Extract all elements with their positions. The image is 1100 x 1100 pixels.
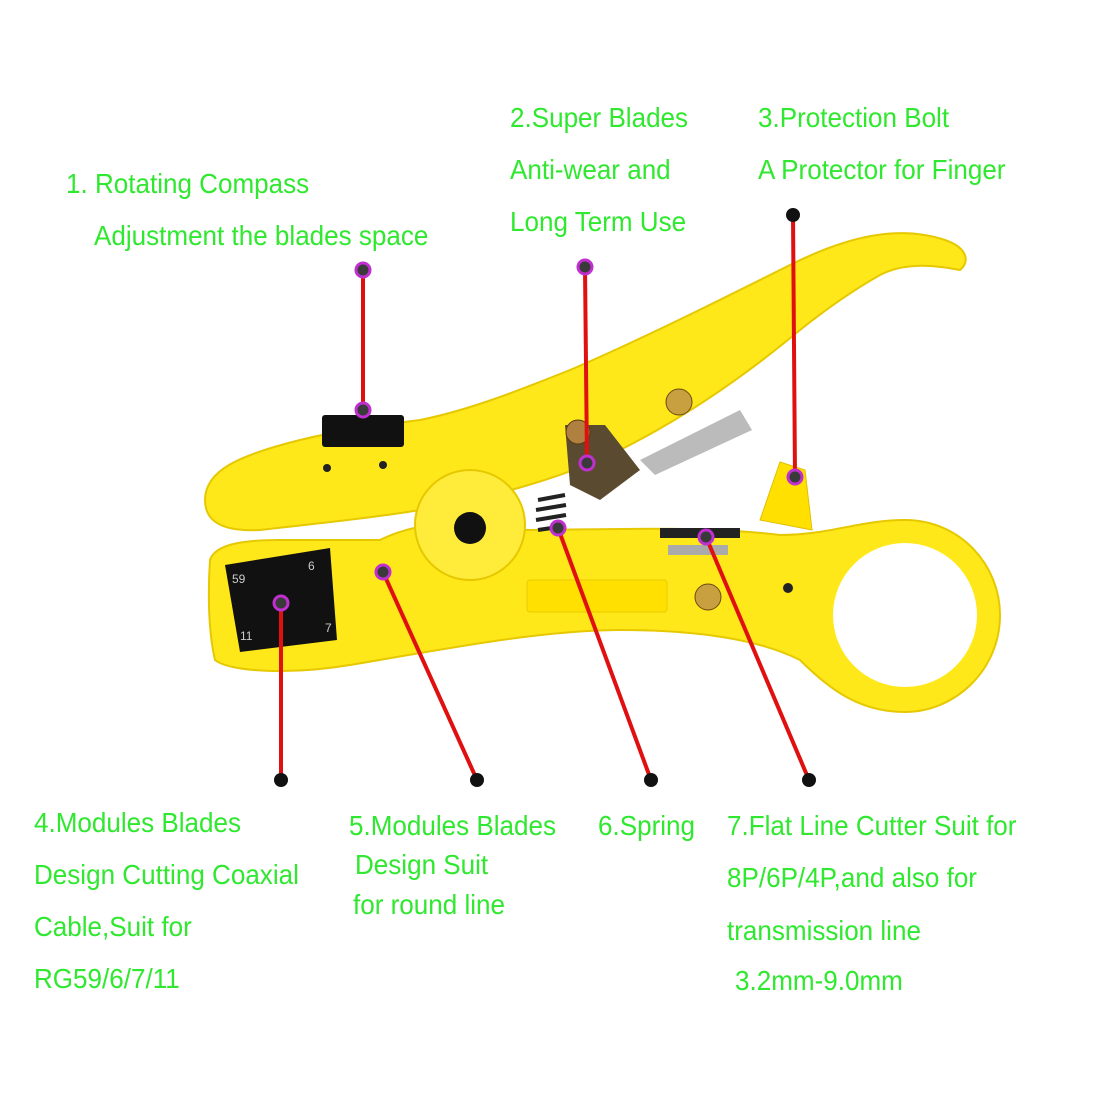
brand-emboss xyxy=(526,579,668,613)
callout-line-2 xyxy=(583,266,589,464)
callout-dot xyxy=(578,454,596,472)
callout-dot xyxy=(786,468,804,486)
callout-2-text: Long Term Use xyxy=(510,206,687,237)
rivet-hole xyxy=(783,583,793,593)
callout-dot xyxy=(470,773,484,787)
module-size-6: 6 xyxy=(308,559,315,573)
callout-dot xyxy=(354,261,372,279)
blade-edge xyxy=(640,410,752,475)
callout-6-title: 6.Spring xyxy=(598,810,695,841)
callout-line-3 xyxy=(791,214,797,478)
spring xyxy=(535,493,567,532)
callout-line-5 xyxy=(381,571,479,781)
callout-5-text: for round line xyxy=(353,889,505,920)
handle-ring-hole xyxy=(833,543,977,687)
callout-dot xyxy=(354,401,372,419)
handle-screw-lower xyxy=(694,583,722,611)
callout-1-title: 1. Rotating Compass xyxy=(66,168,310,199)
callout-line-7 xyxy=(704,536,811,781)
callout-7-title: 7.Flat Line Cutter Suit for xyxy=(727,810,1017,841)
callout-7-text: transmission line xyxy=(727,915,921,946)
callout-4-text: RG59/6/7/11 xyxy=(34,963,180,994)
callout-4-text: Cable,Suit for xyxy=(34,911,192,942)
callout-4-text: Design Cutting Coaxial xyxy=(34,859,299,890)
callout-7-text: 8P/6P/4P,and also for xyxy=(727,862,977,893)
callout-dot xyxy=(374,563,392,581)
callout-1-text: Adjustment the blades space xyxy=(94,220,429,251)
callout-dot xyxy=(576,258,594,276)
callout-dot xyxy=(697,528,715,546)
protection-bolt xyxy=(759,461,813,531)
callout-dots xyxy=(272,208,816,787)
callout-dot xyxy=(644,773,658,787)
handle-screw xyxy=(665,388,693,416)
callout-dot xyxy=(786,208,800,222)
module-size-59: 59 xyxy=(232,572,246,586)
callout-4-title: 4.Modules Blades xyxy=(34,807,241,838)
callout-dot xyxy=(272,594,290,612)
callout-lines xyxy=(279,214,811,781)
module-size-7: 7 xyxy=(325,621,332,635)
pivot-hole xyxy=(454,512,486,544)
callout-dot xyxy=(549,519,567,537)
callout-line-6 xyxy=(556,527,653,781)
callout-dot xyxy=(274,773,288,787)
callout-2-title: 2.Super Blades xyxy=(510,102,689,133)
super-blade xyxy=(565,425,640,500)
indicator-dot xyxy=(323,464,331,472)
callout-5-text: Design Suit xyxy=(355,849,489,880)
callout-7-text: 3.2mm-9.0mm xyxy=(735,965,903,996)
callout-3-text: A Protector for Finger xyxy=(758,154,1006,185)
flat-cutter-blade xyxy=(668,545,728,555)
module-size-11: 11 xyxy=(240,629,253,643)
blade-screw xyxy=(565,419,591,445)
callout-3-title: 3.Protection Bolt xyxy=(758,102,950,133)
compass-knob xyxy=(322,415,404,447)
callout-5-title: 5.Modules Blades xyxy=(349,810,556,841)
callout-2-text: Anti-wear and xyxy=(510,154,671,185)
indicator-dot xyxy=(379,461,387,469)
callout-dot xyxy=(802,773,816,787)
